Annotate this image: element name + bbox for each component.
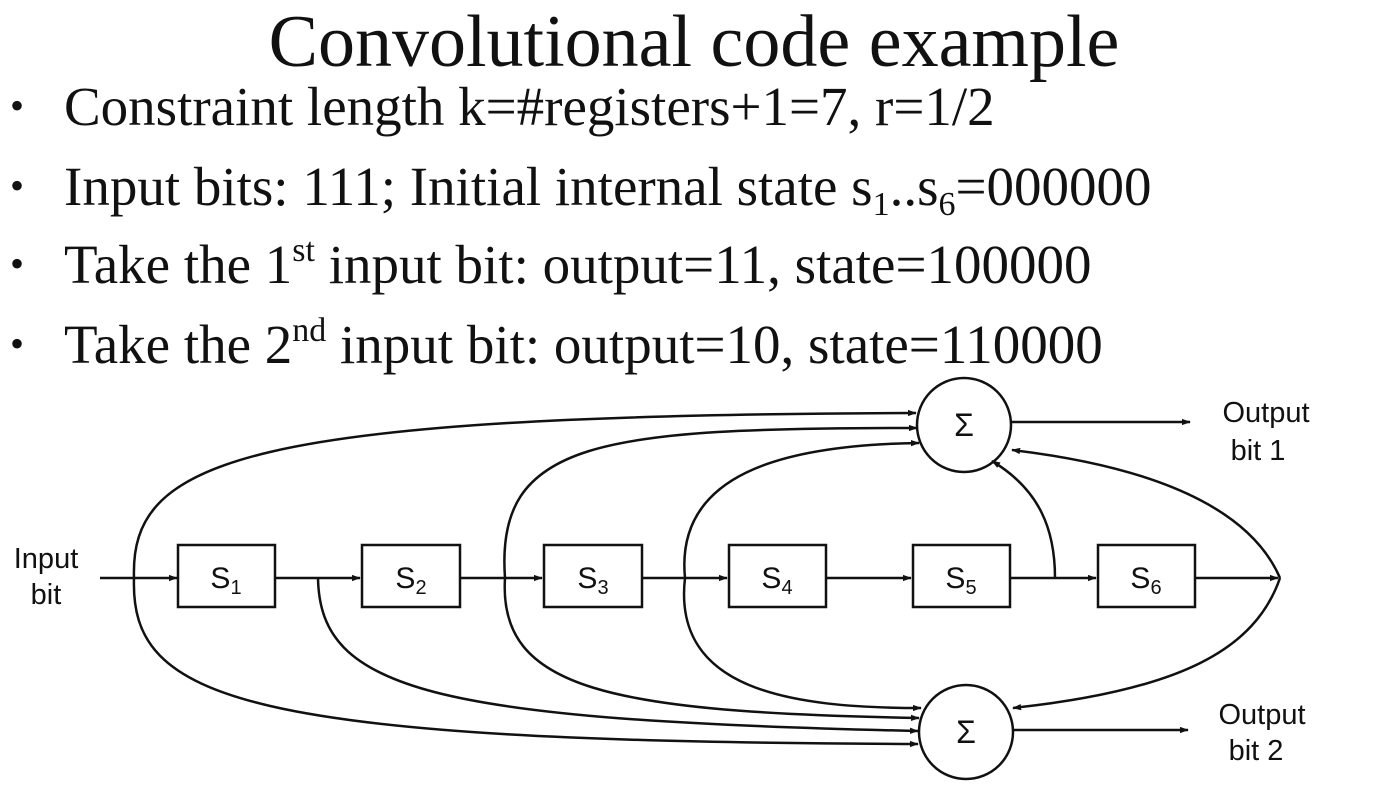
tap-s2-to-bottom-adder [503,577,920,721]
input-bit-label-line2: bit [31,579,62,611]
register-s6-box [1096,543,1197,609]
tap-input-to-bottom-adder [132,577,919,748]
tap-s3-to-top-adder [683,439,920,579]
bullet-second-input: • Take the 2nd input bit: output=10, stat… [10,312,1103,377]
bullet-text-1: Input bits: 111; Initial internal state … [64,156,1152,223]
bullet-constraint-length: • Constraint length k=#registers+1=7, r=1… [10,74,995,139]
tap-s5-to-top-adder [991,459,1057,579]
register-s4-box [727,543,828,609]
register-s6-label: S6 [1130,562,1161,599]
register-s3-box [542,543,644,609]
bullet-text-2: Take the 1st input bit: output=11, state… [64,232,1092,296]
adder-bottom-circle [917,683,1015,781]
input-bit-label-line1: Input [14,543,79,575]
tap-s2-to-top-adder [503,424,918,579]
register-s4-label: S4 [761,562,792,599]
register-s3-label: S3 [577,562,608,599]
output-bit-2-label-line2: bit 2 [1229,735,1284,767]
register-s2-label: S2 [395,562,426,599]
register-s1-box [176,543,277,609]
tap-s3-to-bottom-adder [682,577,922,712]
output-bit-1-label-line2: bit 1 [1231,435,1286,467]
output-bit-1-label-line1: Output [1222,397,1309,429]
bullet-text-3: Take the 2nd input bit: output=10, state… [64,312,1103,376]
bullet-dot-icon: • [10,241,25,286]
bullet-dot-icon: • [10,321,25,366]
bullet-dot-icon: • [10,83,25,128]
slide-title: Convolutional code example [268,1,1120,83]
tap-s1-to-bottom-adder [316,577,919,734]
tap-input-to-top-adder [132,409,917,579]
output-bit-2-label-line1: Output [1218,699,1305,731]
register-s2-box [360,543,462,609]
register-s5-box [911,543,1012,609]
register-s1-label: S1 [210,562,241,599]
bullet-text-0: Constraint length k=#registers+1=7, r=1/… [64,76,995,137]
tap-s6-to-bottom-adder [1012,577,1282,711]
adder-bottom-sigma: Σ [956,714,976,750]
adder-top-sigma: Σ [954,407,974,443]
tap-s6-to-top-adder [1011,447,1282,579]
bullet-input-bits: • Input bits: 111; Initial internal state… [10,154,1152,223]
bullet-dot-icon: • [10,163,25,208]
bullet-first-input: • Take the 1st input bit: output=11, stat… [10,232,1091,297]
register-s5-label: S5 [945,562,976,599]
